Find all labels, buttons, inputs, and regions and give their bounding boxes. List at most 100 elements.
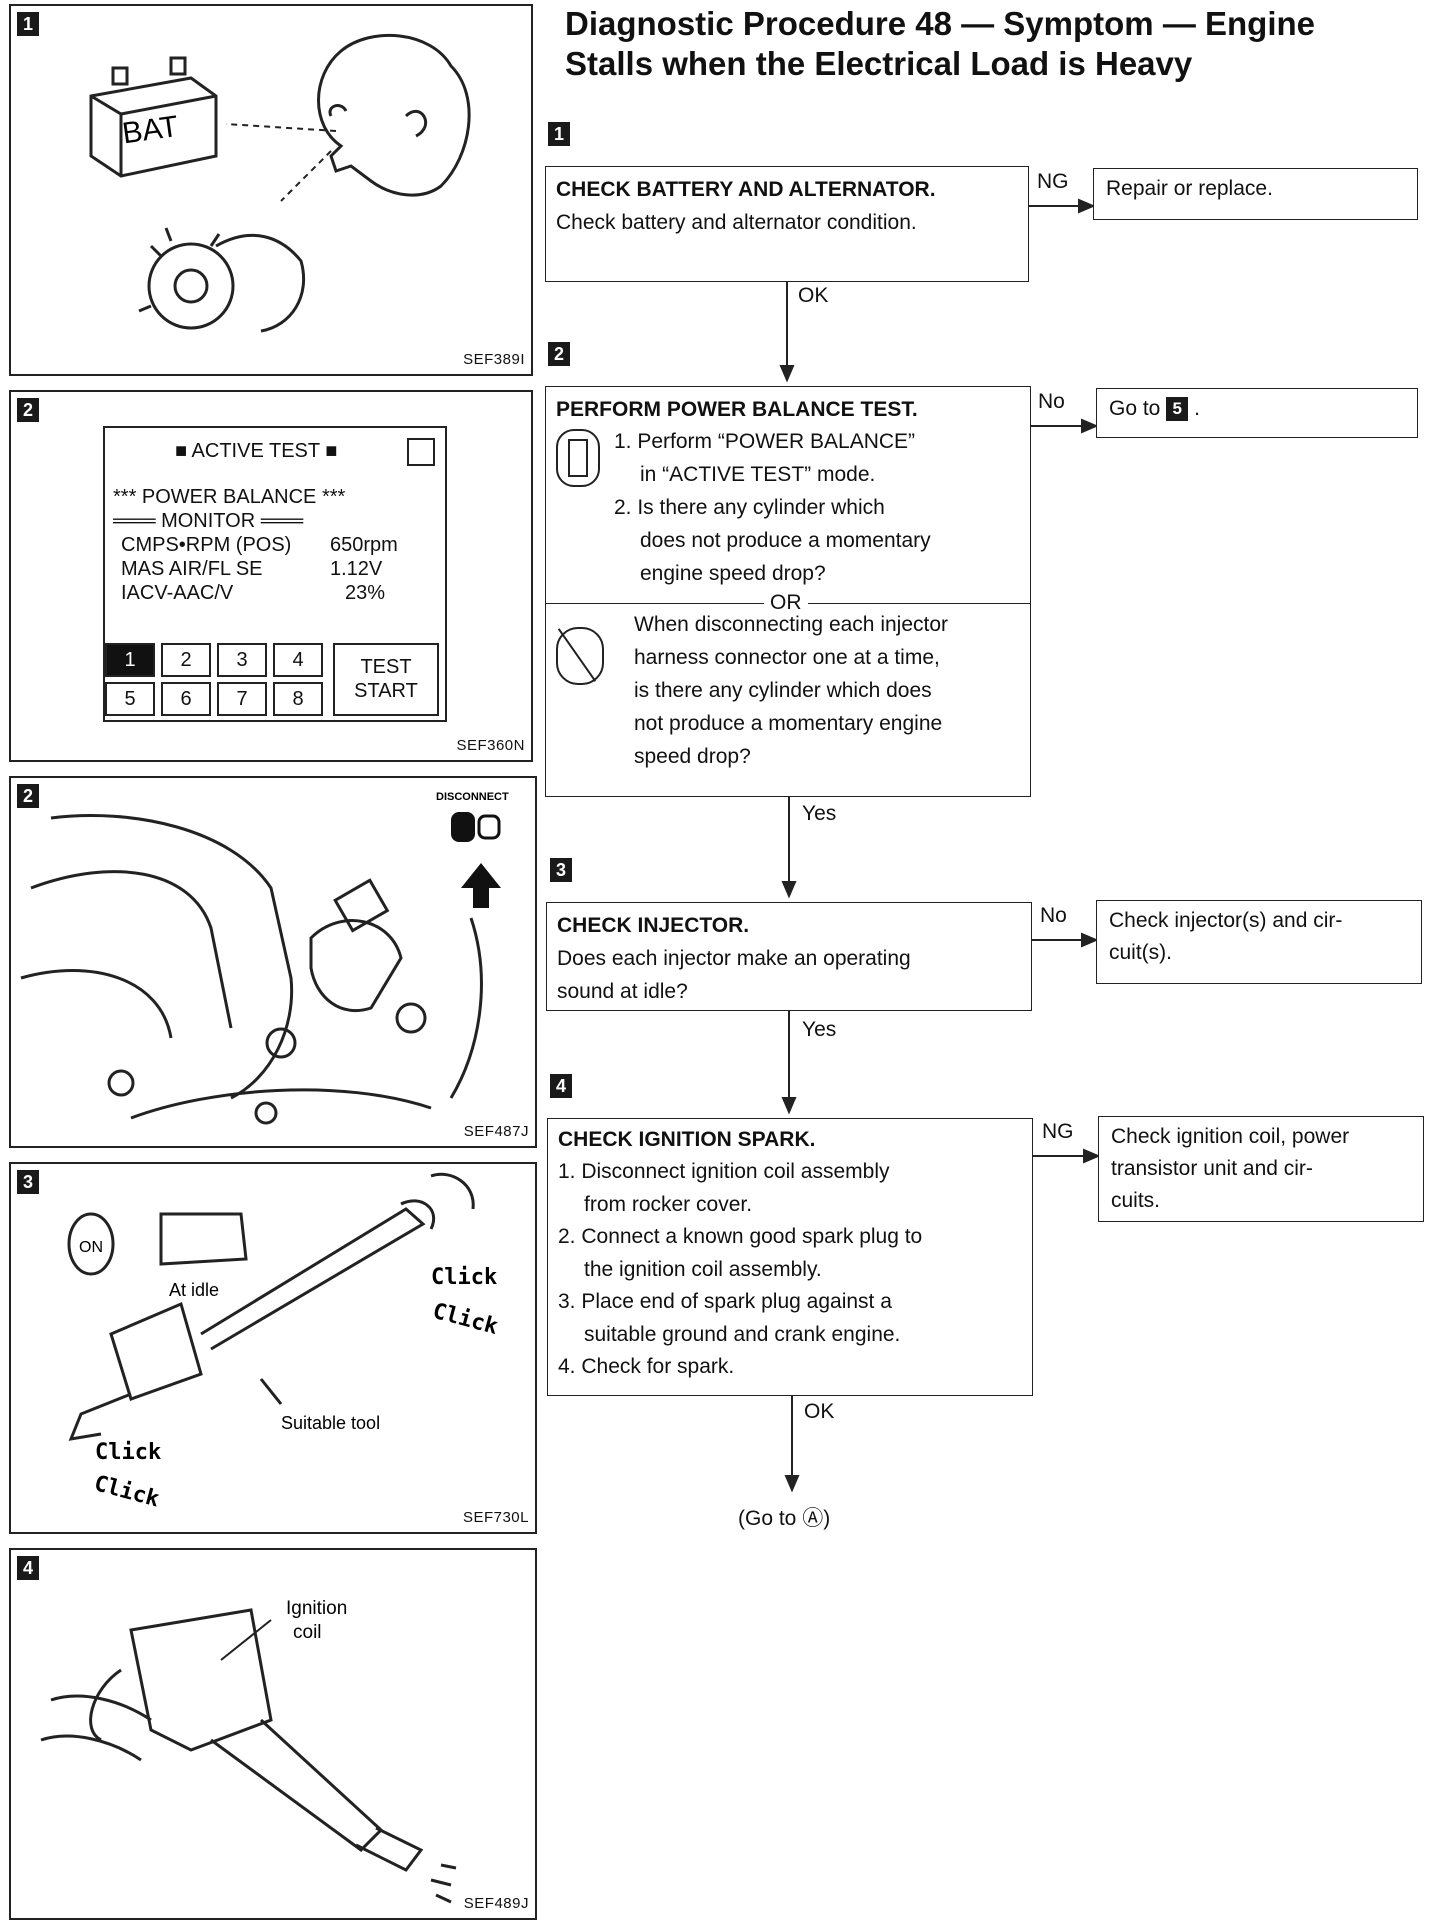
instruction-line: 2. Connect a known good spark plug to	[558, 1225, 923, 1248]
cylinder-key-3[interactable]: 3	[217, 643, 267, 677]
step-check-ignition-spark: CHECK IGNITION SPARK. 1. Disconnect igni…	[547, 1118, 1033, 1396]
action-go-to-step: Go to 5 .	[1096, 388, 1418, 438]
step-5-badge[interactable]: 5	[1166, 397, 1189, 422]
action-text: cuit(s).	[1109, 941, 1172, 964]
step-badge: 4	[550, 1074, 572, 1098]
click-label: Click	[95, 1440, 161, 1465]
branch-label: NG	[1037, 170, 1069, 193]
figure-code: SEF489J	[463, 1895, 529, 1912]
ignition-coil-illustration: Ignition coil	[40, 1598, 457, 1904]
figure-badge: 1	[17, 12, 39, 36]
figure-injector-connector: 2 DISCONNECT SEF487J	[9, 776, 537, 1148]
down-label: Yes	[802, 802, 837, 825]
action-check-ignition-coil: Check ignition coil, power transistor un…	[1098, 1116, 1424, 1222]
down-label: Yes	[802, 1018, 837, 1041]
alt-line: speed drop?	[634, 745, 751, 768]
page-title: Diagnostic Procedure 48 — Symptom — Engi…	[565, 4, 1405, 84]
intake-manifold-illustration: DISCONNECT	[20, 791, 509, 1125]
cylinder-key-2[interactable]: 2	[161, 643, 211, 677]
figure-injector-sound: 3 ON At idle Click Click Click Click Sui…	[9, 1162, 537, 1534]
step-text: sound at idle?	[557, 980, 688, 1003]
figure-ignition-coil: 4 Ignition coil SEF489J	[9, 1548, 537, 1920]
coil-label: coil	[293, 1622, 322, 1643]
alt-line: not produce a momentary engine	[634, 712, 943, 735]
power-balance-instructions: 1. Perform “POWER BALANCE” in “ACTIVE TE…	[598, 425, 931, 590]
disconnect-icon	[451, 812, 501, 842]
figure-code: SEF360N	[456, 737, 525, 754]
cylinder-key-4[interactable]: 4	[273, 643, 323, 677]
step-text: Does each injector make an operating	[557, 947, 911, 970]
power-balance-title: *** POWER BALANCE ***	[113, 486, 346, 508]
instruction-line: suitable ground and crank engine.	[584, 1322, 901, 1346]
ignition-label: Ignition	[286, 1598, 347, 1619]
test-start-button[interactable]: TEST START	[333, 643, 439, 716]
action-text: Check ignition coil, power	[1111, 1125, 1350, 1148]
monitor-value: 650rpm	[330, 534, 398, 556]
action-text: cuits.	[1111, 1189, 1161, 1212]
cylinder-key-7[interactable]: 7	[217, 682, 267, 716]
instruction-line: from rocker cover.	[584, 1192, 753, 1216]
cylinder-key-6[interactable]: 6	[161, 682, 211, 716]
alt-line: harness connector one at a time,	[634, 646, 940, 669]
cylinder-key-1[interactable]: 1	[105, 643, 155, 677]
instruction-line: in “ACTIVE TEST” mode.	[640, 463, 876, 486]
instruction-line: 1. Perform “POWER BALANCE”	[614, 430, 916, 453]
instruction-line: engine speed drop?	[640, 562, 826, 585]
alt-line: is there any cylinder which does	[634, 679, 932, 702]
figure-active-test-screen: 2 ■ ACTIVE TEST ■ *** POWER BALANCE *** …	[9, 390, 533, 762]
monitor-value: 23%	[345, 582, 386, 604]
instruction-line: 3. Place end of spark plug against a	[558, 1290, 892, 1313]
at-idle-label: At idle	[169, 1280, 219, 1300]
action-text: Go to	[1109, 397, 1161, 420]
injector-sound-illustration: ON At idle Click Click Click Click Suita…	[67, 1172, 500, 1512]
action-text: Repair or replace.	[1106, 177, 1273, 200]
instruction-line: does not produce a momentary	[640, 529, 931, 552]
alt-instructions: When disconnecting each injector harness…	[634, 608, 948, 773]
instruction-line: 1. Disconnect ignition coil assembly	[558, 1160, 890, 1183]
instruction-line: 4. Check for spark.	[558, 1355, 735, 1378]
cylinder-key-8[interactable]: 8	[273, 682, 323, 716]
test-start-line-1: TEST	[360, 656, 412, 678]
title-line-2: Stalls when the Electrical Load is Heavy	[565, 45, 1193, 82]
disconnect-label: DISCONNECT	[436, 791, 509, 803]
branch-label: NG	[1042, 1120, 1074, 1143]
monitor-row: IACV-AAC/V	[121, 582, 234, 604]
step-check-battery: CHECK BATTERY AND ALTERNATOR. Check batt…	[545, 166, 1029, 282]
action-repair-replace: Repair or replace.	[1093, 168, 1418, 220]
step-heading: CHECK IGNITION SPARK.	[558, 1128, 816, 1151]
instruction-line: the ignition coil assembly.	[584, 1257, 822, 1281]
no-tool-icon	[556, 627, 604, 685]
consult-icon	[556, 429, 600, 487]
or-label: OR	[764, 588, 808, 618]
step-badge: 2	[548, 342, 570, 366]
go-to-reference[interactable]: (Go to Ⓐ)	[738, 1507, 831, 1530]
monitor-value: 1.12V	[330, 558, 383, 580]
click-label: Click	[431, 1265, 497, 1290]
test-start-line-2: START	[354, 680, 418, 702]
monitor-row: MAS AIR/FL SE	[121, 558, 263, 580]
alt-line: When disconnecting each injector	[634, 613, 949, 636]
step-heading: PERFORM POWER BALANCE TEST.	[556, 398, 918, 421]
cylinder-key-5[interactable]: 5	[105, 682, 155, 716]
up-arrow-icon	[461, 863, 501, 908]
monitor-label: ═══ MONITOR ═══	[113, 510, 304, 532]
monitor-row: CMPS•RPM (POS)	[121, 534, 292, 556]
down-label: OK	[804, 1400, 835, 1423]
step-check-injector: CHECK INJECTOR. Does each injector make …	[546, 902, 1032, 1011]
action-text: .	[1194, 397, 1200, 420]
action-text: transistor unit and cir-	[1111, 1157, 1313, 1180]
figure-badge: 2	[17, 784, 39, 808]
battery-alternator-illustration: BAT	[89, 33, 471, 333]
figure-badge: 2	[17, 398, 39, 422]
step-text: Check battery and alternator condition.	[556, 211, 917, 234]
step-power-balance: PERFORM POWER BALANCE TEST. 1. Perform “…	[545, 386, 1031, 797]
step-heading: CHECK BATTERY AND ALTERNATOR.	[556, 178, 936, 201]
figure-code: SEF389I	[463, 351, 525, 368]
bat-label: BAT	[120, 110, 180, 150]
figure-badge: 3	[17, 1170, 39, 1194]
step-heading: CHECK INJECTOR.	[557, 914, 750, 937]
title-line-1: Diagnostic Procedure 48 — Symptom — Engi…	[565, 5, 1315, 42]
on-label: ON	[79, 1239, 103, 1256]
step-badge: 1	[548, 122, 570, 146]
